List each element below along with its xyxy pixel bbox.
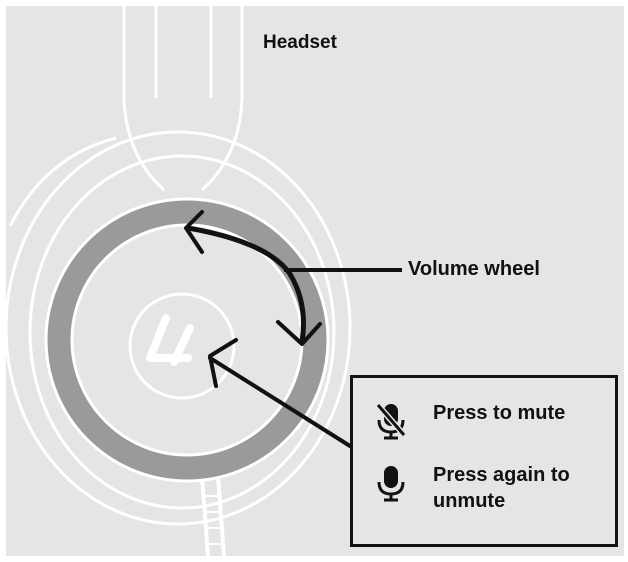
- volume-arrow: [184, 210, 322, 346]
- unmute-row: Press again to unmute: [375, 462, 570, 514]
- button-pointer: [208, 338, 352, 448]
- headset-label: Headset: [263, 32, 337, 53]
- mute-text: Press to mute: [433, 402, 566, 424]
- microphone-muted-icon: [375, 402, 407, 440]
- logo-mark: [128, 292, 236, 400]
- cable: [200, 475, 226, 556]
- volume-wheel-label: Volume wheel: [408, 258, 540, 280]
- diagram-panel: Headset Volume wheel Press to mute: [6, 6, 624, 556]
- headset-illustration: [6, 6, 402, 556]
- unmute-text: Press again to unmute: [433, 464, 570, 512]
- mute-row: Press to mute: [375, 400, 565, 440]
- mic-callout-box: Press to mute Press again to unmute: [350, 375, 618, 547]
- headband: [122, 6, 244, 192]
- ear-cup-shell: [6, 130, 352, 526]
- microphone-icon: [377, 466, 405, 502]
